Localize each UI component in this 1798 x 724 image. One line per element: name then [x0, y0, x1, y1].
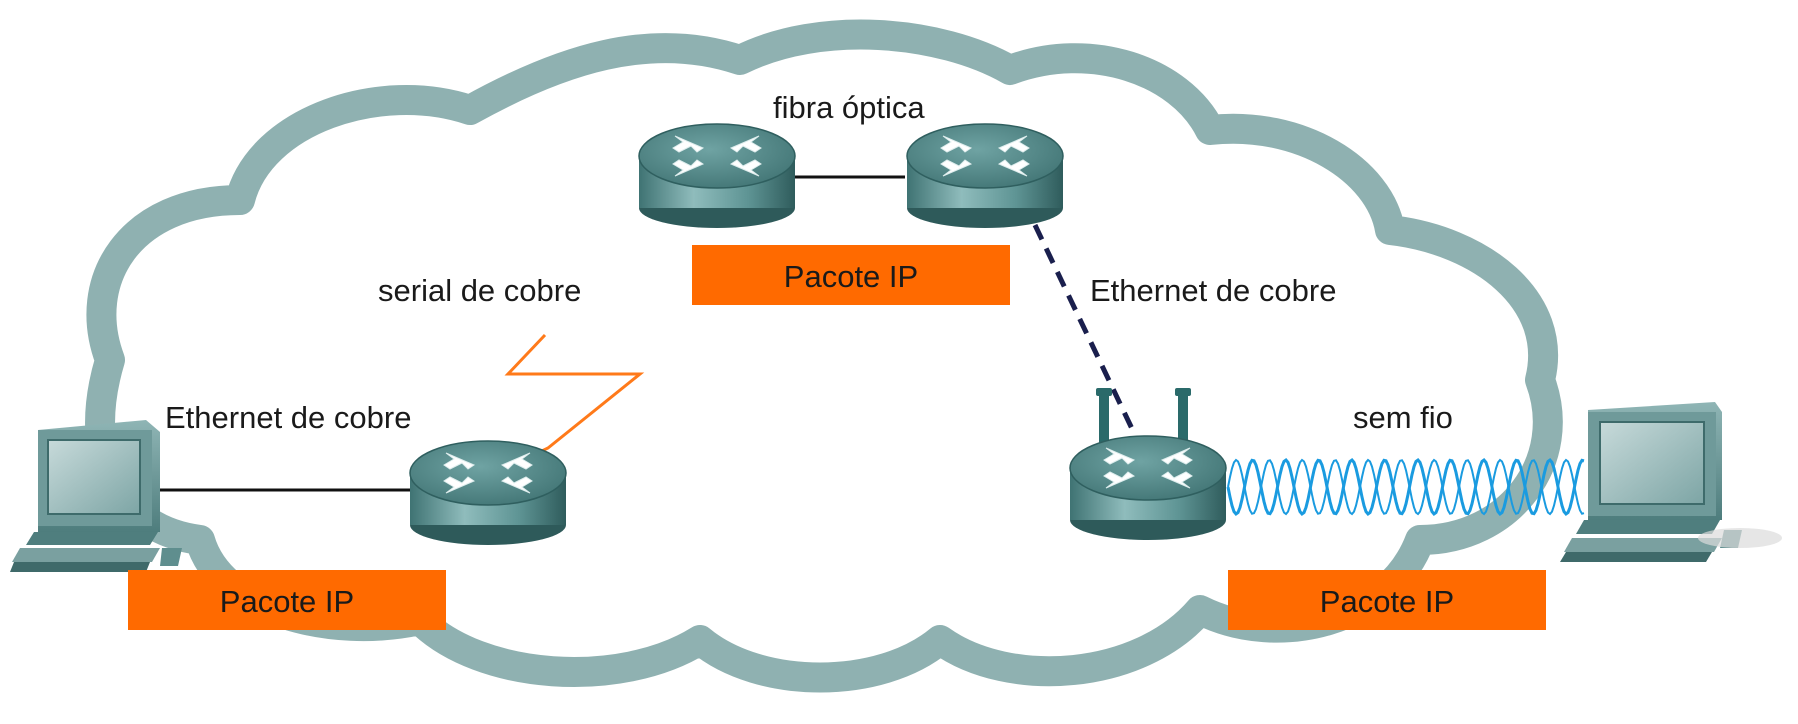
- ethernet-copper-label-left: Ethernet de cobre: [165, 400, 411, 435]
- desktop-computer-icon: [10, 420, 182, 572]
- packet-label: Pacote IP: [1320, 584, 1454, 619]
- ethernet-link-right: [1032, 223, 1138, 437]
- wireless-wave: [1226, 457, 1585, 517]
- router-icon: [638, 123, 796, 229]
- serial-copper-label: serial de cobre: [378, 273, 581, 308]
- desktop-computer-icon: [1560, 402, 1782, 562]
- packet-label: Pacote IP: [220, 584, 354, 619]
- wireless-label: sem fio: [1353, 400, 1453, 435]
- ip-packet-center: Pacote IP: [692, 245, 1010, 305]
- ip-packet-right: Pacote IP: [1228, 570, 1546, 630]
- fiber-optic-label: fibra óptica: [773, 90, 925, 125]
- ip-packet-left: Pacote IP: [128, 570, 446, 630]
- router-icon: [906, 123, 1064, 229]
- router-icon: [409, 440, 567, 546]
- packet-label: Pacote IP: [784, 259, 918, 294]
- wireless-router-icon: [1069, 388, 1227, 541]
- ethernet-copper-label-right: Ethernet de cobre: [1090, 273, 1336, 308]
